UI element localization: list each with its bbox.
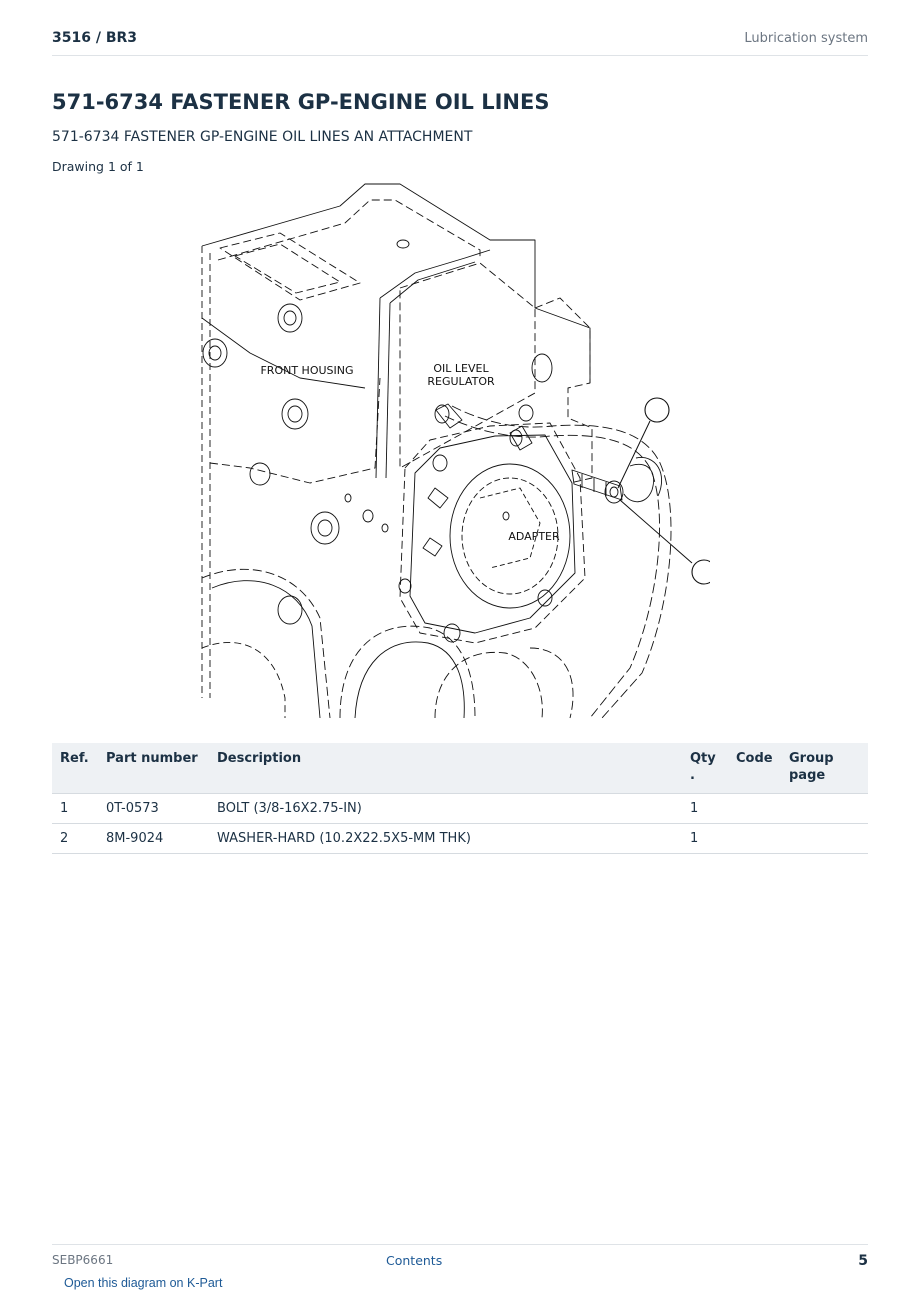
page-number: 5 <box>858 1253 868 1269</box>
group-header-line2: page <box>789 768 826 783</box>
cell-part-number[interactable]: 8M-9024 <box>98 823 209 854</box>
oil-level-label-line1: OIL LEVEL <box>433 362 489 375</box>
document-id: SEBP6661 <box>52 1253 114 1267</box>
open-kpart-link[interactable]: Open this diagram on K-Part <box>64 1276 223 1290</box>
col-header-ref: Ref. <box>52 743 98 794</box>
cell-qty: 1 <box>682 823 728 854</box>
col-header-qty: Qty. <box>682 743 728 794</box>
engine-drawing <box>201 183 672 719</box>
table-header-row: Ref. Part number Description Qty. Code G… <box>52 743 868 794</box>
oil-level-label-line2: REGULATOR <box>427 375 495 388</box>
cell-code <box>728 823 781 854</box>
col-header-description: Description <box>209 743 682 794</box>
group-header-line1: Group <box>789 751 834 766</box>
callouts <box>617 420 693 564</box>
cell-part-number[interactable]: 0T-0573 <box>98 793 209 824</box>
parts-table: Ref. Part number Description Qty. Code G… <box>52 743 868 854</box>
cell-qty: 1 <box>682 793 728 824</box>
table-row: 2 8M-9024 WASHER-HARD (10.2X22.5X5-MM TH… <box>52 823 868 854</box>
page-header: 3516 / BR3 Lubrication system <box>52 28 868 56</box>
cell-ref: 2 <box>52 823 98 854</box>
qty-header-line2: . <box>690 768 695 783</box>
contents-link[interactable]: Contents <box>386 1253 443 1268</box>
page-footer: SEBP6661 Contents 5 <box>52 1244 868 1275</box>
cell-ref: 1 <box>52 793 98 824</box>
model-label: 3516 / BR3 <box>52 30 138 46</box>
page-title: 571-6734 FASTENER GP-ENGINE OIL LINES <box>52 90 550 114</box>
col-header-code: Code <box>728 743 781 794</box>
cell-group-page <box>781 823 868 854</box>
table-row: 1 0T-0573 BOLT (3/8-16X2.75-IN) 1 <box>52 793 868 824</box>
cell-group-page <box>781 793 868 824</box>
adapter-label: ADAPTER <box>508 530 560 543</box>
col-header-group-page: Group page <box>781 743 868 794</box>
callout-balloon-2[interactable] <box>691 559 710 585</box>
cell-code <box>728 793 781 824</box>
cell-description: BOLT (3/8-16X2.75-IN) <box>209 793 682 824</box>
page-subtitle: 571-6734 FASTENER GP-ENGINE OIL LINES AN… <box>52 129 473 145</box>
parts-diagram: FRONT HOUSING OIL LEVEL REGULATOR ADAPTE… <box>201 183 710 719</box>
qty-header-line1: Qty <box>690 751 716 766</box>
section-label: Lubrication system <box>744 31 868 46</box>
cell-description: WASHER-HARD (10.2X22.5X5-MM THK) <box>209 823 682 854</box>
drawing-count: Drawing 1 of 1 <box>52 159 144 174</box>
callout-balloon-1[interactable] <box>644 397 670 423</box>
col-header-part-number: Part number <box>98 743 209 794</box>
front-housing-label: FRONT HOUSING <box>260 364 353 377</box>
